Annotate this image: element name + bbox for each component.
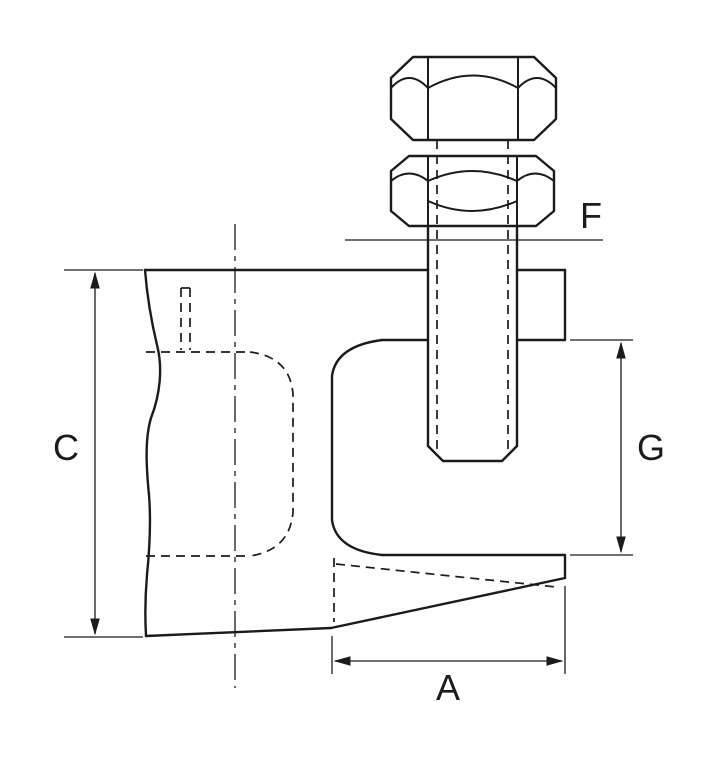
dimension-a-label: A [436, 667, 460, 708]
hex-bolt-head [389, 55, 558, 142]
dimension-f: F [345, 195, 603, 241]
dimension-c: C [53, 269, 143, 638]
dimension-a: A [331, 586, 566, 708]
clamp-hidden-lines [146, 287, 557, 622]
dimension-g-label: G [637, 427, 665, 468]
dimension-f-label: F [580, 195, 602, 236]
clamp-body [143, 268, 567, 638]
threaded-rod [426, 140, 519, 463]
dimension-c-label: C [53, 427, 79, 468]
hex-nut [389, 154, 556, 228]
dimension-g: G [570, 339, 665, 556]
